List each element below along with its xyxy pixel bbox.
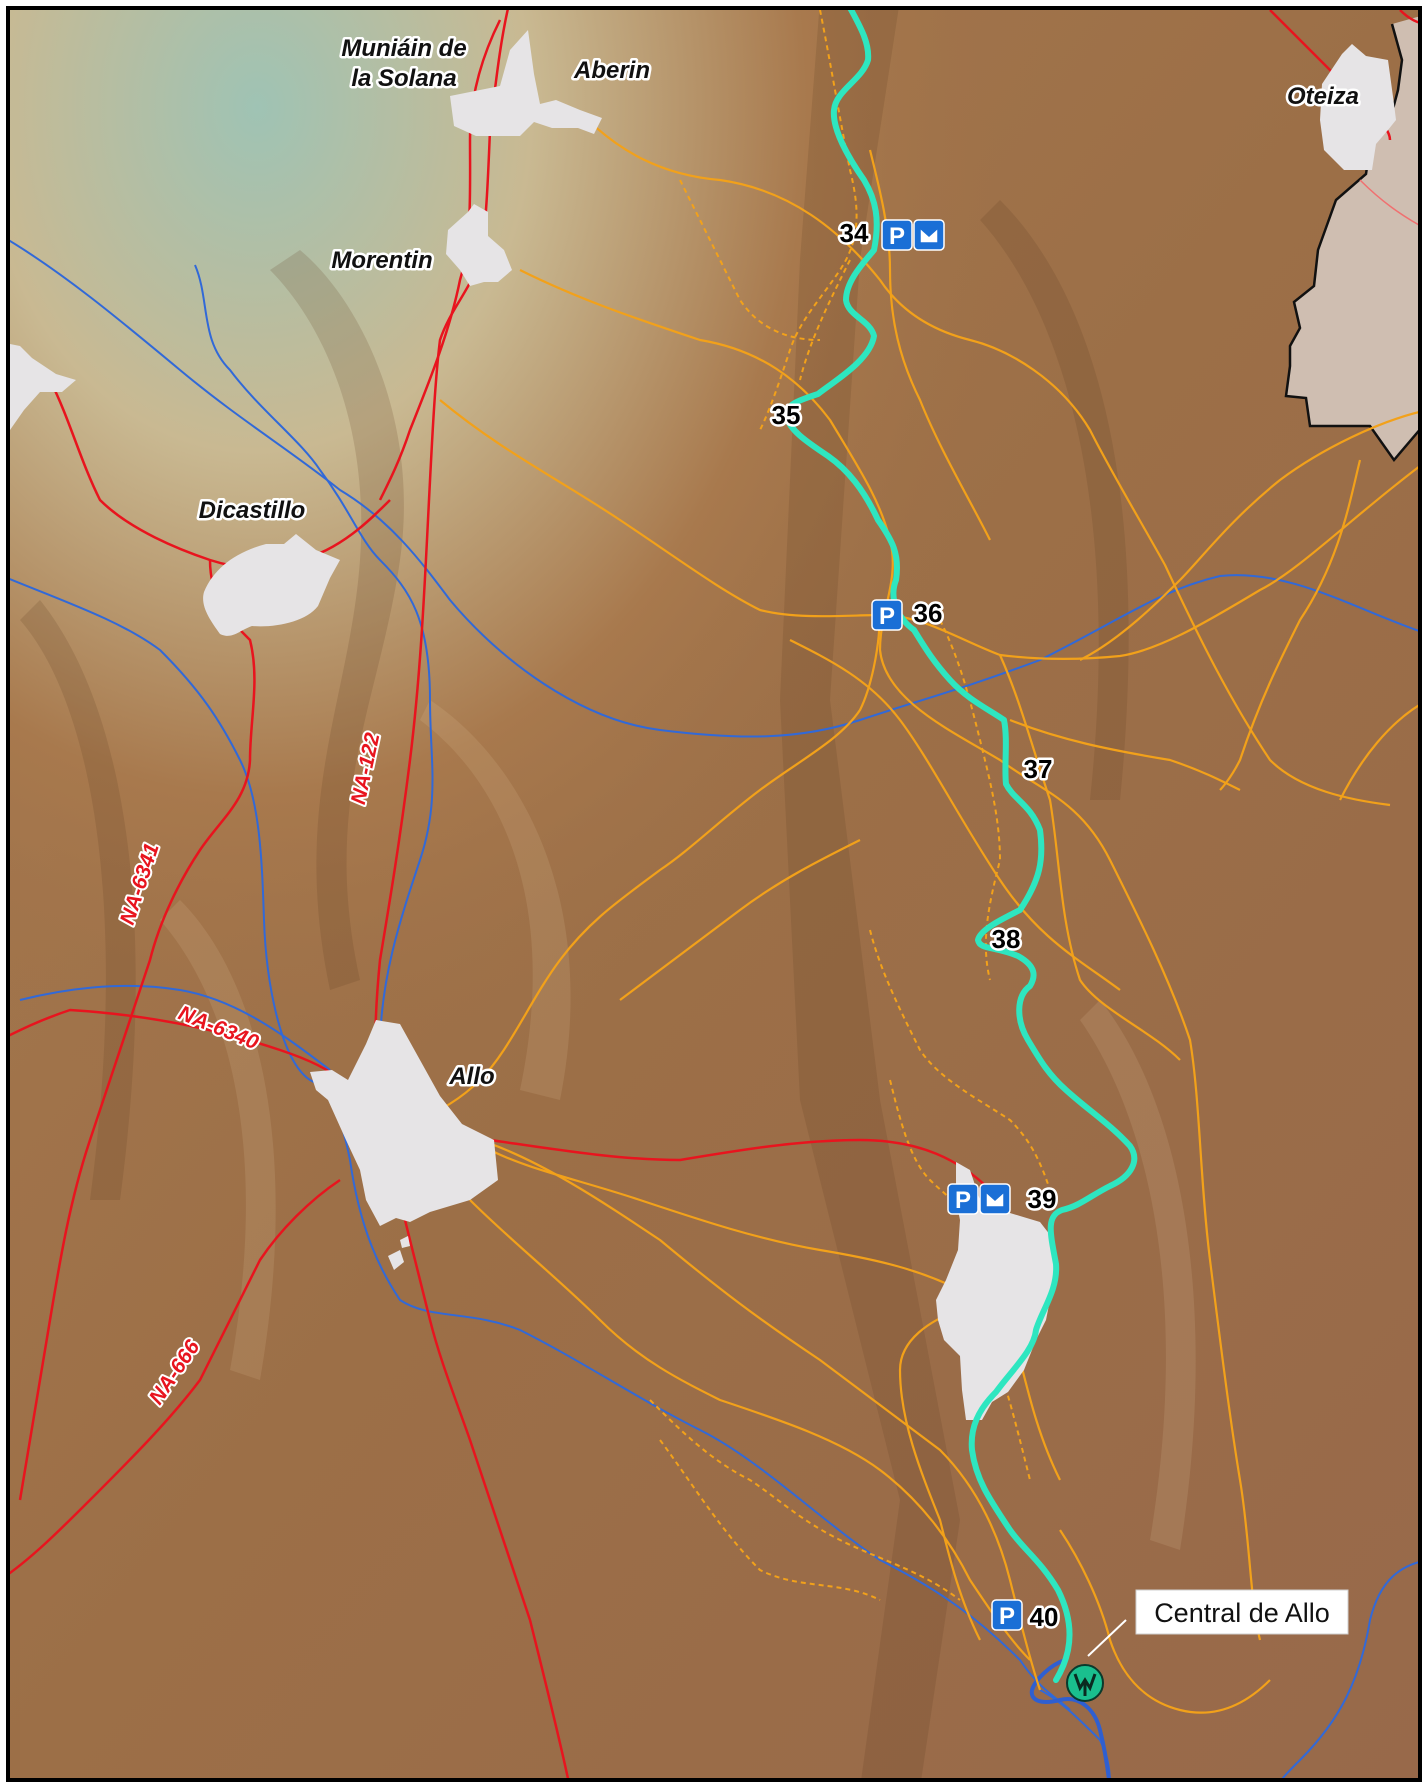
town-area-muniain	[450, 30, 602, 136]
neighbour-area	[1286, 14, 1428, 460]
town-label-allo: Allo	[448, 1063, 494, 1090]
callout-box	[1135, 1589, 1349, 1635]
town-labels: Muniáin de la Solana Aberin Oteiza Moren…	[196, 33, 1361, 1093]
km-markers: 34 35 36 37 38 39 40	[769, 216, 1061, 1635]
town-area-oteiza	[1320, 44, 1396, 170]
road-na122	[373, 0, 512, 1081]
km-marker-39: 39	[1028, 1184, 1057, 1214]
parking-marker-36[interactable]: P	[871, 599, 903, 631]
parking-icon	[881, 219, 913, 251]
callout-label: Central de Allo	[1154, 1598, 1330, 1628]
town-area-allo-outlier	[388, 1250, 404, 1270]
km-marker-36: 36	[914, 598, 943, 628]
km-marker-34: 34	[840, 218, 869, 248]
town-area-dicastillo	[203, 534, 340, 636]
parking-letter: P	[879, 603, 895, 630]
town-label-aberin: Aberin	[573, 57, 650, 84]
town-label-morentin: Morentin	[331, 247, 432, 274]
terrain-shading	[20, 0, 1129, 1788]
local-roads	[419, 121, 1428, 1714]
parking-icon	[871, 599, 903, 631]
km-marker-37: 37	[1024, 754, 1053, 784]
callout-leader	[1087, 1619, 1127, 1657]
mail-icon-envelope	[985, 1191, 1005, 1208]
parking-letter: P	[999, 1603, 1015, 1630]
town-label-dicastillo: Dicastillo	[199, 497, 306, 524]
town-area-morentin	[446, 204, 512, 286]
parking-letter: P	[889, 223, 905, 250]
road-na122-south	[398, 1199, 572, 1788]
parking-icon	[947, 1183, 979, 1215]
km-marker-35: 35	[772, 400, 801, 430]
power-station-icon-glyph	[1073, 1673, 1097, 1696]
parking-icon	[991, 1599, 1023, 1631]
parking-marker-40[interactable]: P	[991, 1599, 1023, 1631]
town-label-muniain-2: la Solana	[351, 65, 456, 92]
town-area-west	[0, 342, 76, 434]
parking-letter: P	[955, 1187, 971, 1214]
poi-central-de-allo[interactable]: Central de Allo	[1066, 1589, 1349, 1702]
parking-marker-34[interactable]: P	[881, 219, 945, 251]
town-area-allo-outlier2	[400, 1236, 410, 1248]
km-marker-40: 40	[1030, 1602, 1059, 1632]
mail-icon-envelope	[919, 227, 939, 244]
town-area-allo	[310, 1020, 498, 1226]
map-frame	[6, 6, 1422, 1782]
walking-route	[783, 0, 1138, 1683]
town-label-oteiza: Oteiza	[1287, 83, 1359, 110]
km-marker-38: 38	[992, 924, 1021, 954]
town-label-muniain-1: Muniáin de	[341, 35, 466, 62]
parking-marker-39[interactable]: P	[947, 1183, 1011, 1215]
